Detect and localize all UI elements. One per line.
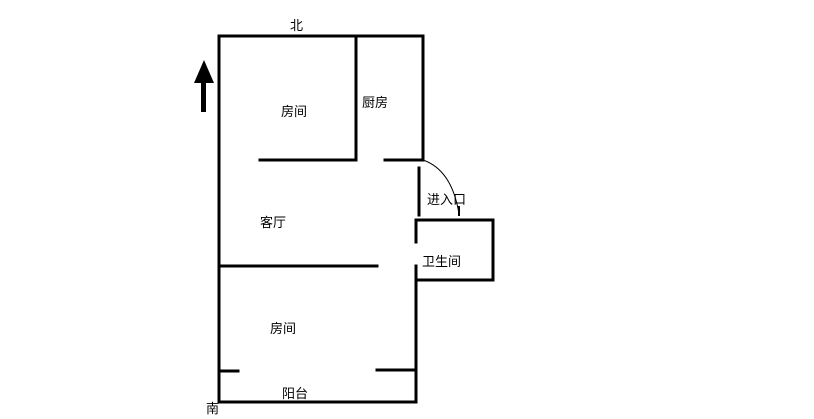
- label-north: 北: [290, 19, 303, 34]
- label-kitchen: 厨房: [362, 95, 388, 111]
- label-entrance: 进入口: [427, 193, 466, 208]
- label-balcony: 阳台: [282, 387, 308, 402]
- north-arrow-icon: [194, 60, 214, 112]
- label-living-room: 客厅: [260, 215, 286, 231]
- label-room-top: 房间: [281, 104, 307, 120]
- entrance-door-swing: [422, 159, 460, 215]
- label-bathroom: 卫生间: [422, 255, 461, 270]
- label-room-bottom: 房间: [270, 321, 296, 337]
- label-south: 南: [206, 401, 219, 417]
